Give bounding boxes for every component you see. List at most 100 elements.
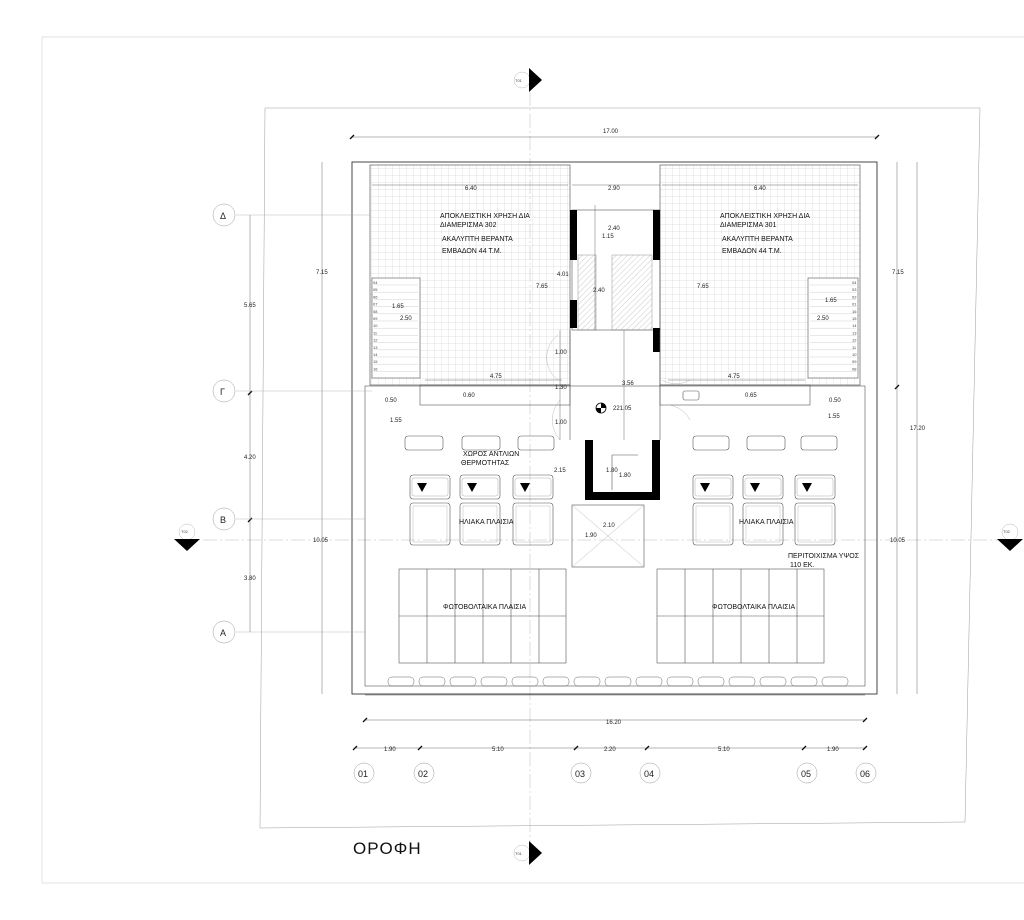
drain-grate <box>387 676 415 687</box>
svg-text:2.50: 2.50 <box>400 316 412 322</box>
svg-text:4.75: 4.75 <box>728 374 740 380</box>
solar-collectors <box>409 474 836 546</box>
terrace-right-notes: ΑΠΟΚΛΕΙΣΤΙΚΗ ΧΡΗΣΗ ΔΙΑ ΔΙΑΜΕΡΙΣΜΑ 301 ΑΚ… <box>720 213 810 255</box>
drain-row <box>387 676 849 687</box>
grid-col-06: 06 <box>860 769 870 779</box>
stair-step-number: 07 <box>373 302 378 307</box>
dimension-lines <box>247 134 918 751</box>
grid-row-alpha: Α <box>220 628 226 638</box>
solar-panel <box>742 502 784 546</box>
svg-text:7.15: 7.15 <box>316 270 328 276</box>
solar-tank-arrow <box>520 483 530 492</box>
stair-step-number: 13 <box>852 330 857 335</box>
drain-grate <box>759 676 787 687</box>
drain-grate <box>666 676 694 687</box>
grid-row-delta: Δ <box>220 211 226 221</box>
svg-text:2.10: 2.10 <box>603 523 615 529</box>
svg-text:7.65: 7.65 <box>536 284 548 290</box>
solar-label-left: ΗΛΙΑΚΑ ΠΛΑΙΣΙΑ <box>459 519 514 526</box>
heat-pump-label-1: ΧΩΡΟΣ ΑΝΤΛΙΩΝ <box>463 451 519 458</box>
stair-step-number: 09 <box>373 316 378 321</box>
svg-text:2.40: 2.40 <box>593 288 605 294</box>
drain-grate <box>449 676 477 687</box>
grid-row-beta: Β <box>220 515 226 525</box>
roof-outline <box>351 161 878 695</box>
svg-text:ΑΠΟΚΛΕΙΣΤΙΚΗ ΧΡΗΣΗ ΔΙΑ: ΑΠΟΚΛΕΙΣΤΙΚΗ ΧΡΗΣΗ ΔΙΑ <box>720 213 810 220</box>
sheet-frame <box>41 36 1024 884</box>
stair-step-number: 02 <box>852 294 857 299</box>
solar-tank <box>459 474 501 500</box>
svg-text:7.65: 7.65 <box>697 284 709 290</box>
stair-step-number: 01 <box>852 302 857 307</box>
svg-text:5.10: 5.10 <box>492 747 504 753</box>
svg-text:6.40: 6.40 <box>465 186 477 192</box>
svg-text:1.00: 1.00 <box>555 420 567 426</box>
svg-text:16.20: 16.20 <box>606 720 622 726</box>
solar-panel <box>692 502 734 546</box>
solar-tank-arrow <box>417 483 427 492</box>
svg-text:17.20: 17.20 <box>910 426 926 432</box>
heat-pumps-right <box>692 435 838 451</box>
drain-grate <box>418 676 446 687</box>
solar-tank <box>692 474 734 500</box>
solar-panel <box>512 502 554 546</box>
drain-grate <box>511 676 539 687</box>
svg-text:6.40: 6.40 <box>754 186 766 192</box>
section-marker-left: T02 <box>174 523 200 551</box>
svg-text:10.05: 10.05 <box>313 538 329 544</box>
svg-text:1.90: 1.90 <box>384 747 396 753</box>
solar-label-right: ΗΛΙΑΚΑ ΠΛΑΙΣΙΑ <box>739 519 794 526</box>
stair-step-number: 16 <box>373 366 378 371</box>
stair-step-number: 12 <box>373 338 378 343</box>
solar-panel <box>459 502 501 546</box>
svg-text:4.75: 4.75 <box>490 374 502 380</box>
svg-text:3.56: 3.56 <box>622 381 634 387</box>
drain-grate <box>821 676 849 687</box>
svg-text:1.00: 1.00 <box>555 350 567 356</box>
section-marker-top: T01 <box>513 68 542 92</box>
stair-step-number: 04 <box>373 280 378 285</box>
svg-text:ΕΜΒΑΔΟΝ 44 Τ.Μ.: ΕΜΒΑΔΟΝ 44 Τ.Μ. <box>442 248 502 255</box>
stair-step-number: 14 <box>852 323 857 328</box>
svg-text:1.15: 1.15 <box>602 234 614 240</box>
stair-step-number: 09 <box>852 359 857 364</box>
section-marker-bottom: T01 <box>513 841 542 865</box>
heat-pumps-left <box>404 435 555 451</box>
stair-step-number: 10 <box>852 352 857 357</box>
stair-step-number: 08 <box>852 366 857 371</box>
grid-col-markers: 01 02 03 04 05 06 <box>353 762 877 784</box>
svg-text:5.10: 5.10 <box>718 747 730 753</box>
svg-text:1.65: 1.65 <box>825 298 837 304</box>
stair-step-number: 06 <box>373 294 378 299</box>
stair-step-number: 11 <box>373 330 378 335</box>
svg-text:0.60: 0.60 <box>463 393 475 399</box>
stair-step-number: 08 <box>373 309 378 314</box>
drawing-title: ΟΡΟΦΗ <box>353 839 422 858</box>
stair-step-number: 14 <box>373 352 378 357</box>
solar-tank-arrow <box>802 483 812 492</box>
svg-text:ΔΙΑΜΕΡΙΣΜΑ 302: ΔΙΑΜΕΡΙΣΜΑ 302 <box>440 222 497 229</box>
svg-text:ΑΚΑΛΥΠΤΗ ΒΕΡΑΝΤΑ: ΑΚΑΛΥΠΤΗ ΒΕΡΑΝΤΑ <box>442 236 513 243</box>
stair-right <box>807 277 859 379</box>
svg-text:5.65: 5.65 <box>244 303 256 309</box>
pv-array-right <box>656 568 825 664</box>
solar-tank <box>742 474 784 500</box>
drain-grate <box>697 676 725 687</box>
svg-text:0.50: 0.50 <box>829 398 841 404</box>
grid-col-01: 01 <box>358 769 368 779</box>
solar-tank <box>409 474 451 500</box>
drain-grate <box>480 676 508 687</box>
svg-text:T02: T02 <box>1003 529 1011 534</box>
svg-text:4.01: 4.01 <box>557 272 569 278</box>
svg-text:ΑΠΟΚΛΕΙΣΤΙΚΗ ΧΡΗΣΗ ΔΙΑ: ΑΠΟΚΛΕΙΣΤΙΚΗ ΧΡΗΣΗ ΔΙΑ <box>440 213 530 220</box>
grid-col-02: 02 <box>418 769 428 779</box>
grid-col-04: 04 <box>644 769 654 779</box>
svg-text:3.80: 3.80 <box>244 576 256 582</box>
solar-tank-arrow <box>700 483 710 492</box>
svg-text:2.20: 2.20 <box>604 747 616 753</box>
svg-text:10.05: 10.05 <box>890 538 906 544</box>
solar-tank-arrow <box>467 483 477 492</box>
drain-grate <box>542 676 570 687</box>
